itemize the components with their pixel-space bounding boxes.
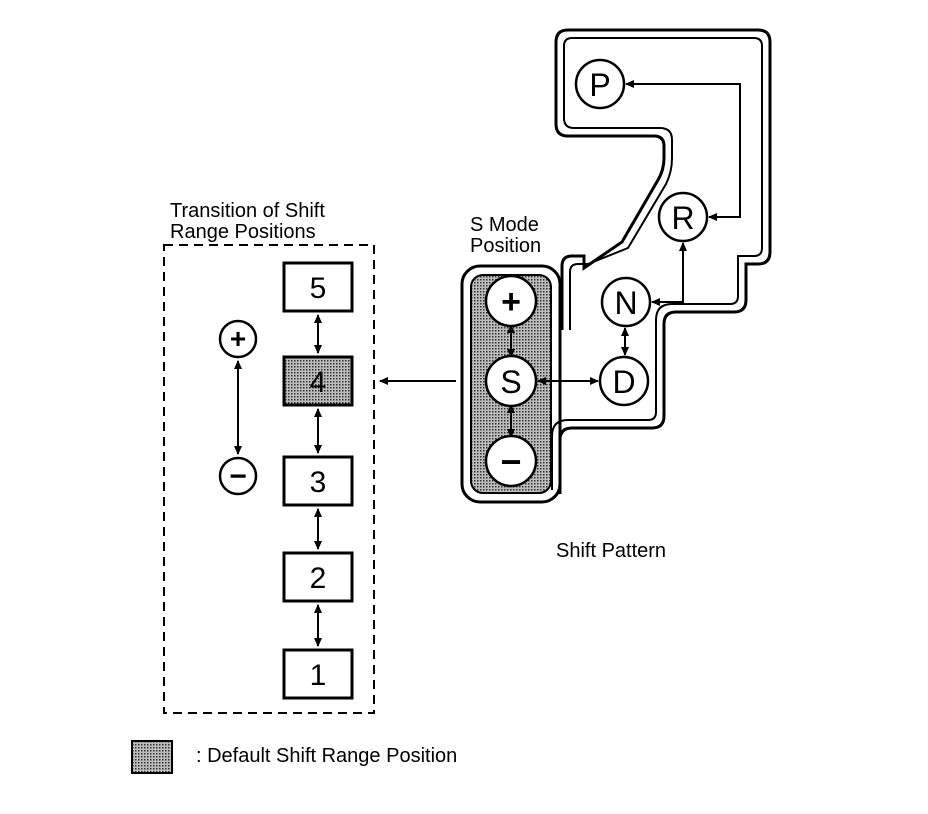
legend-text: : Default Shift Range Position bbox=[196, 745, 457, 767]
down-symbol: − bbox=[229, 460, 247, 493]
range-box-2: 2 bbox=[282, 551, 354, 603]
shift-label-d: D bbox=[612, 364, 635, 400]
range-box-4-default: 4 bbox=[282, 355, 354, 407]
up-indicator: + bbox=[218, 319, 258, 359]
legend-swatch bbox=[131, 740, 173, 774]
transition-title-line2: Range Positions bbox=[170, 221, 316, 243]
shift-position-d: D bbox=[598, 355, 650, 407]
range-label-1: 1 bbox=[310, 659, 327, 692]
shift-pattern-label: Shift Pattern bbox=[556, 540, 666, 562]
range-label-5: 5 bbox=[310, 272, 327, 305]
shift-position-n: N bbox=[600, 276, 652, 328]
s-mode-plus: + bbox=[484, 274, 538, 328]
range-label-2: 2 bbox=[310, 562, 327, 595]
arrow-n-r bbox=[651, 242, 687, 306]
s-mode-title-line1: S Mode bbox=[470, 214, 539, 236]
s-mode-s: S bbox=[484, 354, 538, 408]
s-mode-minus-symbol: − bbox=[500, 441, 521, 482]
range-box-5: 5 bbox=[282, 261, 354, 313]
transition-dashed-frame bbox=[163, 244, 375, 714]
shift-position-p: P bbox=[574, 58, 626, 110]
transition-title-line1: Transition of Shift bbox=[170, 200, 325, 222]
range-label-3: 3 bbox=[310, 466, 327, 499]
s-mode-minus: − bbox=[484, 434, 538, 488]
shift-position-r: R bbox=[657, 191, 709, 243]
shift-label-n: N bbox=[614, 285, 637, 321]
range-label-4: 4 bbox=[310, 366, 327, 399]
range-box-1: 1 bbox=[282, 648, 354, 700]
shift-label-r: R bbox=[671, 200, 694, 236]
s-mode-s-symbol: S bbox=[500, 364, 521, 400]
shift-label-p: P bbox=[589, 67, 610, 103]
range-box-3: 3 bbox=[282, 455, 354, 507]
arrow-r-p bbox=[625, 80, 741, 221]
s-mode-plus-symbol: + bbox=[501, 283, 521, 321]
down-indicator: − bbox=[218, 456, 258, 496]
up-symbol: + bbox=[230, 323, 246, 354]
s-mode-title-line2: Position bbox=[470, 235, 541, 257]
